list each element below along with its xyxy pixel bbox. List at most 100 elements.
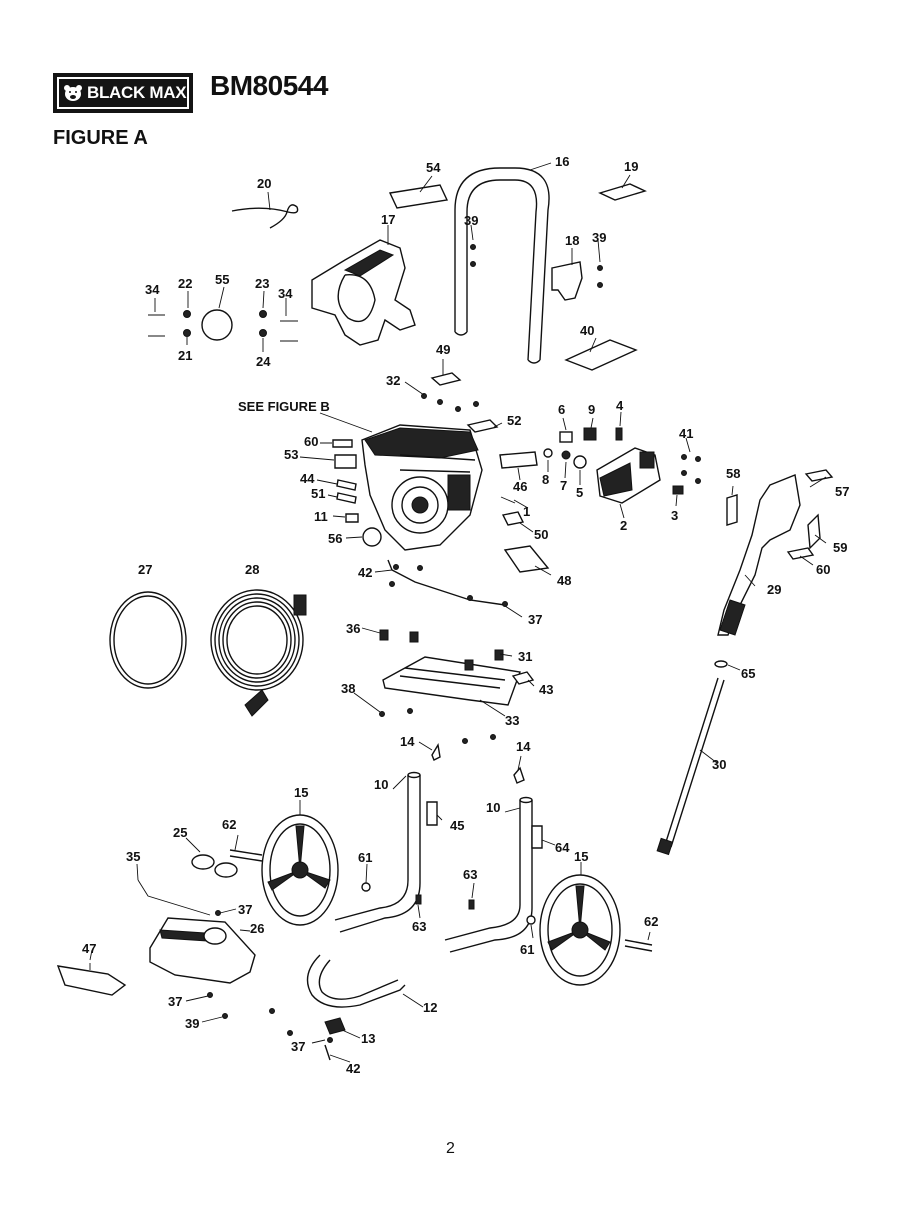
bolt-part-42b — [324, 1044, 331, 1061]
callout-55: 55 — [215, 272, 229, 287]
callout-15b: 15 — [574, 849, 588, 864]
callout-39c: 39 — [185, 1016, 199, 1031]
callout-61b: 61 — [520, 942, 534, 957]
washer-part-61a — [361, 882, 371, 892]
label-part-40 — [564, 339, 638, 371]
callout-27: 27 — [138, 562, 152, 577]
label-part-60 — [786, 547, 815, 560]
bracket-part-14b — [513, 766, 525, 784]
callout-54: 54 — [426, 160, 441, 175]
callout-34a: 34 — [145, 282, 160, 297]
callout-39a: 39 — [464, 213, 478, 228]
label-part-48 — [503, 545, 550, 573]
label-part-50 — [501, 511, 525, 526]
label-part-57 — [804, 469, 834, 482]
callout-58: 58 — [726, 466, 740, 481]
callout-61a: 61 — [358, 850, 372, 865]
callout-9: 9 — [588, 402, 595, 417]
label-part-45 — [426, 801, 438, 826]
wheel-part-15b — [539, 874, 621, 986]
cover-part-47 — [56, 965, 127, 996]
callout-17: 17 — [381, 212, 395, 227]
callout-56: 56 — [328, 531, 342, 546]
wheel-part-15a — [261, 814, 339, 926]
callout-44: 44 — [300, 471, 315, 486]
bracket-pad — [343, 249, 395, 277]
callout-3: 3 — [671, 508, 678, 523]
frame-leg-part-10b — [444, 800, 533, 953]
label-part-54 — [388, 184, 449, 209]
callout-7: 7 — [560, 478, 567, 493]
callout-47: 47 — [82, 941, 96, 956]
callout-45: 45 — [450, 818, 464, 833]
base-slots — [399, 667, 506, 689]
callout-29: 29 — [767, 582, 781, 597]
callout-50: 50 — [534, 527, 548, 542]
callout-33: 33 — [505, 713, 519, 728]
callout-23: 23 — [255, 276, 269, 291]
callout-37b: 37 — [238, 902, 252, 917]
base-hardware — [379, 564, 508, 744]
callout-15a: 15 — [294, 785, 308, 800]
bracket-part-14a — [431, 743, 441, 761]
label-part-58 — [726, 494, 738, 526]
callout-4: 4 — [616, 398, 624, 413]
callout-18: 18 — [565, 233, 579, 248]
model-number: BM80544 — [210, 70, 328, 101]
callout-12: 12 — [423, 1000, 437, 1015]
bear-head-icon — [64, 85, 82, 101]
callout-25: 25 — [173, 825, 187, 840]
label-part-11 — [345, 513, 359, 523]
callout-62b: 62 — [644, 914, 658, 929]
callout-30: 30 — [712, 757, 726, 772]
callout-38: 38 — [341, 681, 355, 696]
callout-52: 52 — [507, 413, 521, 428]
lower-hardware — [207, 910, 333, 1043]
clip-part-63a — [415, 894, 422, 905]
callout-5: 5 — [576, 485, 583, 500]
callout-14a: 14 — [400, 734, 415, 749]
tank-part-26 — [149, 917, 256, 984]
callout-48: 48 — [557, 573, 571, 588]
axle-pin-part-62b — [624, 939, 653, 952]
cable-tie-part-20 — [231, 204, 299, 229]
hook-part-18 — [551, 261, 583, 301]
pump-fittings — [543, 427, 701, 495]
wand-tip — [656, 837, 674, 856]
callout-2: 2 — [620, 518, 627, 533]
callout-37d: 37 — [291, 1039, 305, 1054]
handle-part-16 — [454, 167, 550, 364]
page-number: 2 — [446, 1140, 455, 1157]
callout-13: 13 — [361, 1031, 375, 1046]
hose-reel-part-28 — [210, 589, 307, 717]
hose-part-27 — [109, 591, 187, 689]
bracket-part-13 — [324, 1017, 346, 1035]
callout-32: 32 — [386, 373, 400, 388]
o-ring-part-65 — [714, 660, 728, 668]
engine-assembly — [361, 424, 483, 551]
callout-62a: 62 — [222, 817, 236, 832]
label-part-52 — [466, 419, 499, 433]
label-part-49 — [430, 372, 462, 386]
callout-51: 51 — [311, 486, 325, 501]
label-part-66 — [332, 439, 353, 448]
label-part-56 — [362, 527, 382, 547]
black-max-logo: BLACK MAX — [53, 73, 193, 113]
callout-19: 19 — [624, 159, 638, 174]
callout-20: 20 — [257, 176, 271, 191]
callout-64: 64 — [555, 840, 570, 855]
label-part-19 — [598, 183, 647, 201]
callout-6: 6 — [558, 402, 565, 417]
callout-63a: 63 — [412, 919, 426, 934]
pump-part-2 — [596, 447, 661, 504]
label-part-51 — [336, 492, 357, 504]
callout-37c: 37 — [168, 994, 182, 1009]
callout-31: 31 — [518, 649, 532, 664]
callout-59: 59 — [833, 540, 847, 555]
handle-bracket-part-17 — [311, 239, 416, 346]
base-plate-part-33 — [382, 656, 521, 706]
label-part-44 — [336, 479, 357, 491]
clip-part-63b — [468, 899, 475, 910]
callout-24: 24 — [256, 354, 271, 369]
